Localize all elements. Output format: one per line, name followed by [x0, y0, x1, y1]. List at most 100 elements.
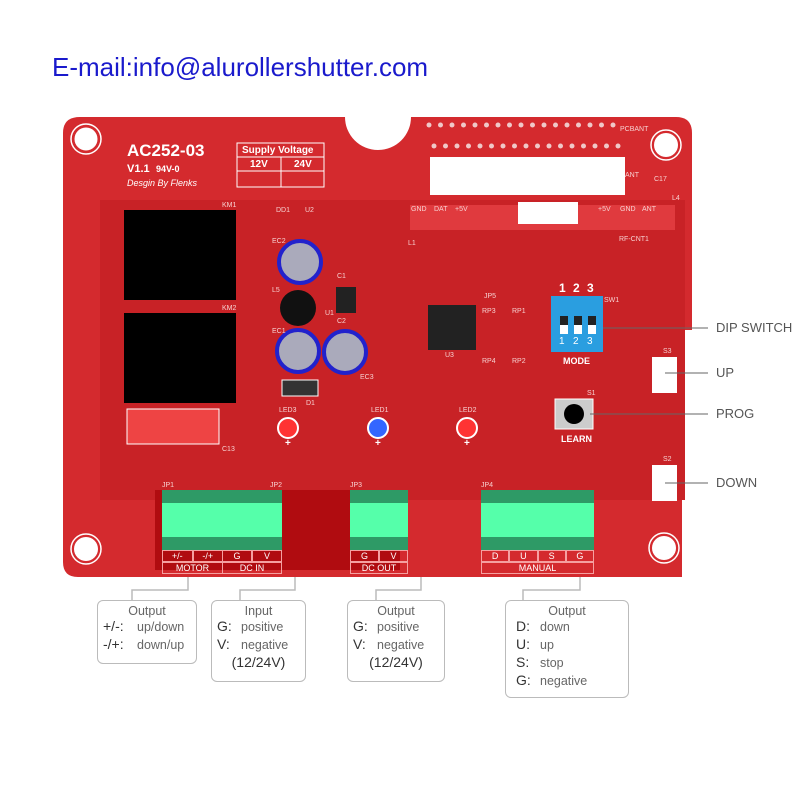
learn-label: LEARN: [561, 434, 592, 444]
label-rf-cnt1: RF-CNT1: [619, 236, 649, 243]
legend-value: negative: [540, 674, 588, 688]
terminal-pin: G: [350, 550, 379, 562]
terminal-pin: V: [379, 550, 408, 562]
terminal-pin: V: [252, 550, 282, 562]
antenna-pin: [431, 143, 437, 149]
terminal-pin: +/-: [162, 550, 193, 562]
antenna-pin: [615, 143, 621, 149]
antenna-window: [430, 157, 625, 195]
voltage-24v: 24V: [294, 159, 312, 170]
terminal-id: JP3: [350, 482, 363, 489]
antenna-pin: [610, 122, 616, 128]
terminal-group: MOTOR: [162, 562, 223, 574]
antenna-pin: [484, 122, 489, 128]
legend-value: negative: [377, 638, 425, 652]
label-s2: S2: [663, 456, 672, 463]
legend-note: (12/24V): [369, 654, 423, 670]
label-u1: U1: [325, 310, 334, 317]
legend-box: Output+/-:up/down-/+:down/up: [97, 600, 197, 664]
terminal-pin: -/+: [192, 550, 223, 562]
legend-title: Output: [548, 604, 586, 618]
label-rp2: RP2: [512, 358, 526, 365]
label-u2: U2: [305, 207, 314, 214]
label-pcbant: PCBANT: [620, 126, 649, 133]
antenna-pin: [489, 143, 494, 149]
antenna-pin: [581, 143, 586, 149]
antenna-pin: [553, 122, 558, 128]
label-5v-right: +5V: [598, 206, 611, 213]
dip-bottom-2[interactable]: 2: [573, 336, 579, 347]
led3-plus: +: [285, 438, 291, 449]
antenna-pin: [461, 122, 466, 128]
terminal-block-jp2[interactable]: [222, 490, 282, 550]
label-c1: C1: [337, 273, 346, 280]
legend-key: S:: [516, 654, 530, 670]
mount-hole: [652, 536, 676, 560]
terminal-block-jp4[interactable]: [481, 490, 594, 550]
antenna-pin: [438, 122, 443, 128]
terminal-block-jp3[interactable]: [350, 490, 408, 550]
label-c17: C17: [654, 176, 667, 183]
antenna-pin: [477, 143, 483, 149]
antenna-pin: [569, 143, 575, 149]
legend-note: (12/24V): [231, 654, 286, 670]
antenna-pin: [495, 122, 501, 128]
dip-top-1: 1: [559, 281, 566, 295]
antenna-pin: [530, 122, 535, 128]
ul-mark: 94V-0: [156, 164, 180, 174]
label-gnd-right: GND: [620, 206, 636, 213]
callout-prog: PROG: [716, 406, 755, 421]
label-ant: ANT: [625, 172, 639, 179]
label-ec3: EC3: [360, 374, 374, 381]
legend-connectors: [131, 577, 581, 600]
supply-voltage-title: Supply Voltage: [242, 145, 314, 156]
antenna-pin: [546, 143, 552, 149]
antenna-pin: [426, 122, 432, 128]
label-l5: L5: [272, 287, 280, 294]
antenna-pin: [564, 122, 570, 128]
led1: [367, 417, 389, 439]
terminal-pin: G: [565, 550, 594, 562]
label-dat: DAT: [434, 206, 448, 213]
legend-key: D:: [516, 618, 530, 634]
antenna-pin: [523, 143, 529, 149]
dip-bottom-3[interactable]: 3: [587, 336, 593, 347]
antenna-pin: [454, 143, 460, 149]
capacitor-ec3: [322, 329, 368, 375]
antenna-pin: [558, 143, 563, 149]
antenna-pin: [512, 143, 517, 149]
mount-hole: [73, 126, 99, 152]
led2: [456, 417, 478, 439]
label-c13: C13: [222, 446, 235, 453]
legend-row: G:positive: [212, 618, 305, 636]
legend-value: up/down: [137, 620, 185, 634]
regulator-u1: [336, 287, 356, 313]
terminal-block-jp1[interactable]: [162, 490, 223, 550]
antenna-pin: [518, 122, 524, 128]
label-s1: S1: [587, 390, 596, 397]
legend-row: +/-:up/down: [98, 618, 196, 636]
legend-row: V:negative: [348, 636, 444, 654]
dip-bottom-1[interactable]: 1: [559, 336, 565, 347]
antenna-pin: [576, 122, 581, 128]
capacitor-ec2: [277, 239, 323, 285]
dip-mode-label: MODE: [563, 356, 590, 366]
antenna-pins: [426, 122, 621, 149]
terminal-id: JP2: [270, 482, 283, 489]
label-s3: S3: [663, 348, 672, 355]
label-rp3: RP3: [482, 308, 496, 315]
legend-row: U:up: [506, 636, 628, 654]
label-led3: LED3: [279, 407, 297, 414]
terminal-id: JP1: [162, 482, 175, 489]
callout-dip-switch: DIP SWITCH: [716, 320, 793, 335]
antenna-pin: [535, 143, 540, 149]
dip-top-2: 2: [573, 281, 580, 295]
mount-hole: [74, 537, 98, 561]
legend-row: S:stop: [506, 654, 628, 672]
label-ec2: EC2: [272, 238, 286, 245]
label-l1: L1: [408, 240, 416, 247]
label-led1: LED1: [371, 407, 389, 414]
